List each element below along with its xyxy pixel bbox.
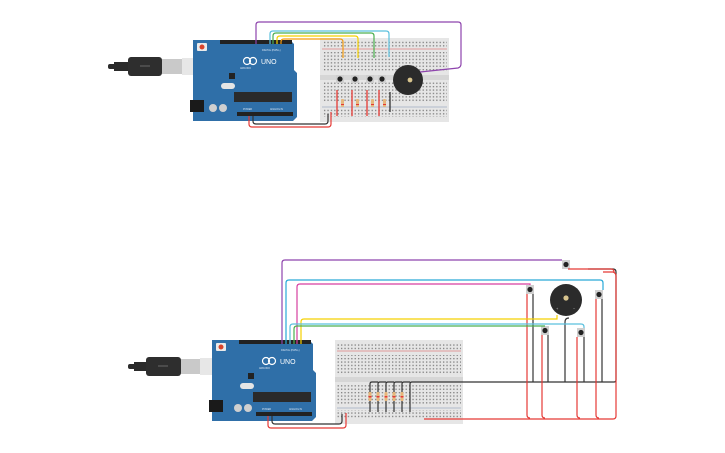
wire-magenta[interactable] bbox=[296, 283, 531, 344]
capacitor bbox=[219, 104, 227, 112]
piezo-plus-label: + bbox=[556, 306, 559, 311]
board-model-label: UNO bbox=[280, 359, 296, 366]
wire-purple[interactable] bbox=[255, 21, 462, 73]
pushbutton[interactable] bbox=[351, 75, 359, 83]
power-analog-header[interactable] bbox=[237, 112, 293, 116]
arduino-logo-icon bbox=[261, 356, 271, 366]
circuit-2: UNO ARDUINO DIGITAL (PWM~) POWER ANALOG … bbox=[128, 259, 617, 429]
usb-chip bbox=[229, 73, 235, 79]
wire-purple[interactable] bbox=[281, 259, 562, 344]
digital-label: DIGITAL (PWM~) bbox=[262, 49, 281, 52]
power-label: POWER bbox=[262, 408, 271, 411]
capacitor bbox=[244, 404, 252, 412]
crystal bbox=[240, 383, 254, 389]
pushbutton[interactable] bbox=[595, 290, 603, 299]
wire-gnd[interactable] bbox=[252, 114, 329, 125]
piezo-minus-label: − bbox=[573, 306, 576, 311]
wire-power-bus[interactable] bbox=[424, 271, 617, 420]
wire-yellow[interactable] bbox=[300, 315, 558, 344]
analog-label: ANALOG IN bbox=[289, 408, 302, 411]
power-analog-header[interactable] bbox=[256, 412, 312, 416]
wire-red[interactable] bbox=[568, 268, 615, 273]
digital-label: DIGITAL (PWM~) bbox=[281, 349, 300, 352]
capacitor bbox=[234, 404, 242, 412]
piezo-buzzer[interactable] bbox=[393, 65, 423, 95]
usb-cable[interactable] bbox=[128, 357, 212, 376]
arduino-logo-icon bbox=[242, 56, 252, 66]
wire-blue[interactable] bbox=[285, 279, 604, 344]
wire-orange[interactable] bbox=[280, 38, 344, 58]
resistor[interactable] bbox=[368, 381, 379, 412]
resistor[interactable] bbox=[376, 381, 387, 412]
pushbutton[interactable] bbox=[541, 326, 549, 335]
wire-green[interactable] bbox=[272, 32, 375, 58]
board-model-label: UNO bbox=[261, 59, 277, 66]
pushbutton[interactable] bbox=[562, 260, 570, 269]
resistor[interactable] bbox=[392, 381, 403, 412]
wire-5v[interactable] bbox=[267, 413, 347, 429]
wire-gnd[interactable] bbox=[271, 414, 343, 425]
pushbutton[interactable] bbox=[366, 75, 374, 83]
pushbutton[interactable] bbox=[577, 328, 585, 337]
resistor[interactable] bbox=[336, 90, 344, 116]
wire-red[interactable] bbox=[541, 335, 546, 419]
pushbutton[interactable] bbox=[378, 75, 386, 83]
wire-yellow[interactable] bbox=[276, 35, 359, 58]
wire-5v[interactable] bbox=[248, 112, 332, 128]
resistor[interactable] bbox=[378, 90, 386, 116]
board-brand-label: ARDUINO bbox=[259, 367, 270, 370]
crystal bbox=[221, 83, 235, 89]
power-jack[interactable] bbox=[209, 400, 223, 412]
wire-cyan[interactable] bbox=[269, 30, 390, 57]
analog-label: ANALOG IN bbox=[270, 108, 283, 111]
usb-chip bbox=[248, 373, 254, 379]
wire-red[interactable] bbox=[576, 337, 581, 419]
board-brand-label: ARDUINO bbox=[240, 67, 251, 70]
pushbutton[interactable] bbox=[336, 75, 344, 83]
digital-header[interactable] bbox=[239, 340, 311, 344]
wire-cyan[interactable] bbox=[289, 323, 585, 344]
atmega-chip bbox=[234, 92, 292, 102]
capacitor bbox=[209, 104, 217, 112]
power-jack[interactable] bbox=[190, 100, 204, 112]
arduino-uno-board[interactable]: UNO ARDUINO DIGITAL (PWM~) POWER ANALOG … bbox=[209, 340, 316, 421]
resistor[interactable] bbox=[400, 381, 411, 412]
pushbutton[interactable] bbox=[526, 285, 534, 294]
power-label: POWER bbox=[243, 108, 252, 111]
wire-green[interactable] bbox=[293, 325, 545, 344]
arduino-uno-board[interactable]: UNO ARDUINO DIGITAL (PWM~) POWER ANALOG … bbox=[190, 40, 297, 121]
circuit-1: UNO ARDUINO DIGITAL (PWM~) POWER ANALOG … bbox=[108, 21, 462, 128]
wire-piezo-ground[interactable] bbox=[564, 317, 570, 382]
atmega-chip bbox=[253, 392, 311, 402]
piezo-buzzer[interactable]: + − bbox=[550, 284, 582, 316]
usb-cable[interactable] bbox=[108, 57, 194, 76]
wire-red[interactable] bbox=[595, 299, 600, 419]
resistor[interactable] bbox=[366, 90, 374, 116]
resistor[interactable] bbox=[351, 90, 359, 116]
resistor[interactable] bbox=[384, 381, 395, 412]
wire-red[interactable] bbox=[526, 294, 531, 419]
